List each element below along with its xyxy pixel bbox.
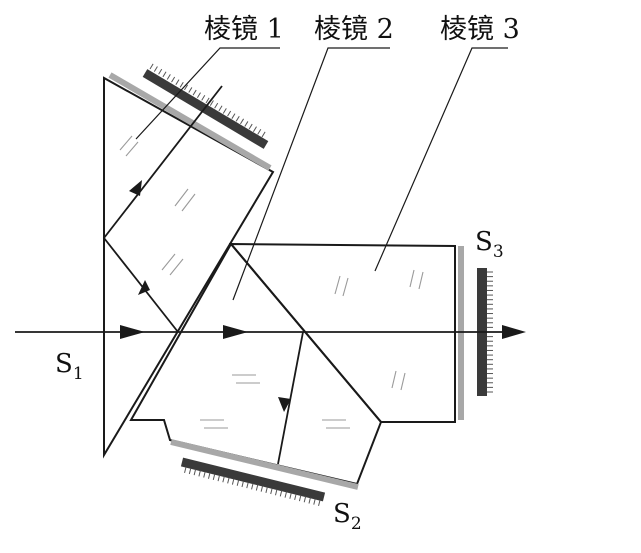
sensor-pin-tick (218, 105, 223, 112)
leader-prism-1 (135, 47, 280, 140)
sensor-pin-tick (252, 126, 257, 133)
sensor-pin-tick (153, 66, 158, 72)
sensor-pin-tick (209, 100, 214, 106)
sensor-pin-tick (171, 76, 176, 83)
sensor-pin-tick (261, 131, 266, 138)
sensor-pin-tick (193, 469, 197, 476)
sensor-pin-tick (270, 488, 273, 495)
sensor-pin-tick (201, 95, 206, 101)
sensor-pin-tick (196, 92, 201, 99)
prism-3-outline (228, 242, 456, 423)
reflected-ray-upper (102, 85, 223, 333)
sensor-s3-pins (487, 271, 493, 393)
sensor-pin-tick (251, 483, 254, 490)
sensor-pin-tick (179, 81, 184, 88)
sensor-pin-tick (231, 478, 235, 485)
sensor-pin-tick (313, 498, 316, 505)
main-ray-arrow-1 (120, 325, 145, 339)
sensor-pin-tick (240, 118, 245, 125)
sensor-pin-tick (198, 470, 201, 477)
sensor-pin-tick (298, 495, 302, 502)
sensor-s2 (180, 457, 326, 502)
light-rays (15, 85, 526, 465)
sensor-s2-assembly (170, 439, 359, 506)
filter-s2 (170, 439, 359, 490)
leader-lines (135, 47, 508, 301)
sensor-pin-tick (279, 490, 283, 497)
sensor-top-pins (149, 63, 266, 138)
sensor-pin-tick (162, 71, 167, 78)
sensor-pin-tick (231, 113, 236, 119)
prism-1-outline (103, 76, 275, 459)
split-ray-down (277, 331, 304, 465)
sensor-pin-tick (222, 476, 225, 483)
sensor-pin-tick (149, 63, 154, 70)
sensor-pin-tick (188, 87, 193, 93)
sensor-pin-tick (217, 475, 220, 482)
label-prism-2: 棱镜 2 (314, 14, 394, 45)
sensor-top (142, 69, 269, 149)
reflected-arrow-up-2 (129, 180, 142, 196)
sensor-pin-tick (294, 493, 297, 501)
sensor-s3-assembly (458, 246, 493, 420)
sensor-pin-tick (214, 102, 219, 109)
split-ray-down-arrow (278, 397, 291, 412)
sensor-top-assembly (108, 63, 272, 171)
sensor-pin-tick (265, 486, 268, 493)
sensor-pin-tick (166, 74, 171, 80)
sensor-pin-tick (284, 491, 287, 498)
label-s2: S2 (333, 499, 362, 534)
sensor-pin-tick (175, 79, 180, 85)
prism-outlines (103, 76, 456, 486)
sensor-pin-tick (227, 477, 230, 484)
sensor-pin-tick (257, 129, 262, 135)
label-prism-1: 棱镜 1 (204, 14, 284, 45)
filter-top (108, 72, 272, 171)
sensor-pin-tick (318, 499, 321, 506)
sensor-pin-tick (248, 123, 253, 130)
sensor-pin-tick (184, 466, 187, 473)
sensor-pin-tick (188, 468, 192, 475)
sensor-pin-tick (244, 121, 249, 127)
prism-2-outline (129, 242, 383, 486)
leader-prism-3 (374, 47, 508, 272)
label-s3: S3 (475, 227, 504, 262)
label-s1: S1 (55, 349, 84, 384)
reflected-arrow-up-1 (138, 280, 150, 295)
sensor-pin-tick (289, 492, 292, 499)
sensor-s2-pins (184, 466, 321, 506)
sensor-pin-tick (227, 110, 232, 117)
sensor-pin-tick (208, 472, 211, 479)
sensor-pin-tick (260, 485, 264, 492)
main-ray-arrow-2 (223, 325, 248, 339)
main-ray-end-arrow (502, 325, 526, 339)
sensor-pin-tick (158, 68, 163, 75)
sensor-pin-tick (222, 108, 227, 114)
sensor-pin-tick (236, 479, 240, 486)
sensor-pin-tick (303, 496, 307, 503)
label-prism-3: 棱镜 3 (440, 14, 520, 45)
leader-prism-2 (232, 47, 390, 301)
sensor-pin-tick (205, 97, 210, 104)
sensor-pin-tick (184, 84, 189, 91)
sensor-pin-tick (275, 489, 278, 496)
glass-texture-marks (119, 135, 424, 429)
sensor-pin-tick (212, 473, 216, 481)
sensor-pin-tick (308, 497, 311, 504)
sensor-pin-tick (255, 484, 259, 491)
sensor-pin-tick (203, 471, 206, 478)
sensor-pin-tick (246, 482, 249, 489)
sensor-pin-tick (235, 115, 240, 122)
sensor-pin-tick (192, 89, 197, 96)
sensor-pin-tick (241, 481, 244, 488)
